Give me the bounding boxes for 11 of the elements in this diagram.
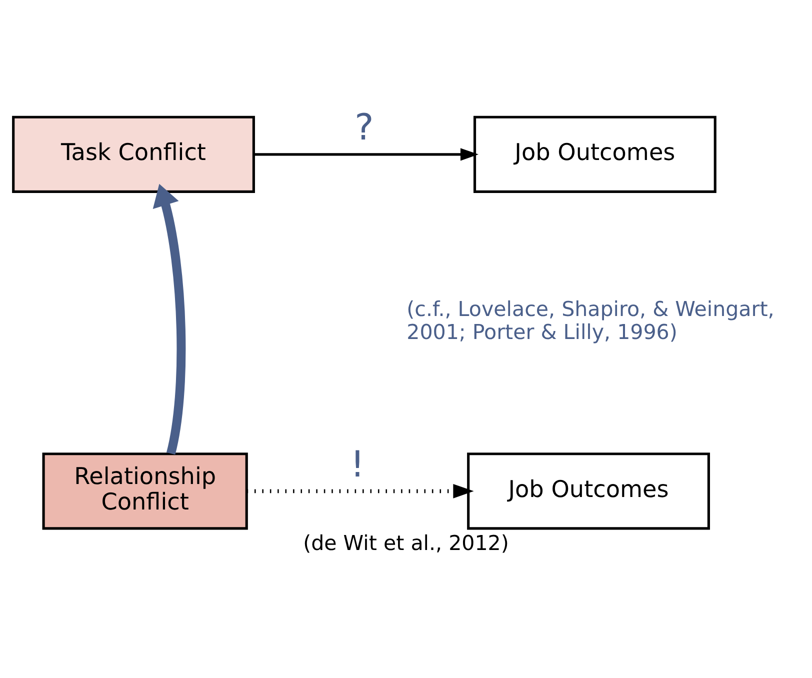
edge-label: ! [350, 444, 365, 485]
node-box: Job Outcomes [473, 115, 716, 192]
node-box: Relationship Conflict [42, 452, 248, 530]
node-box: Job Outcomes [467, 452, 710, 530]
node-box: Task Conflict [12, 115, 255, 192]
edge-label: ? [354, 107, 374, 148]
label: (c.f., Lovelace, Shapiro, & Weingart, 2001; Porter & Lilly, 1996) [406, 296, 774, 344]
arrow [246, 483, 474, 498]
arrow [152, 183, 186, 454]
caption: (de Wit et al., 2012) [303, 530, 509, 555]
arrow [254, 148, 478, 160]
